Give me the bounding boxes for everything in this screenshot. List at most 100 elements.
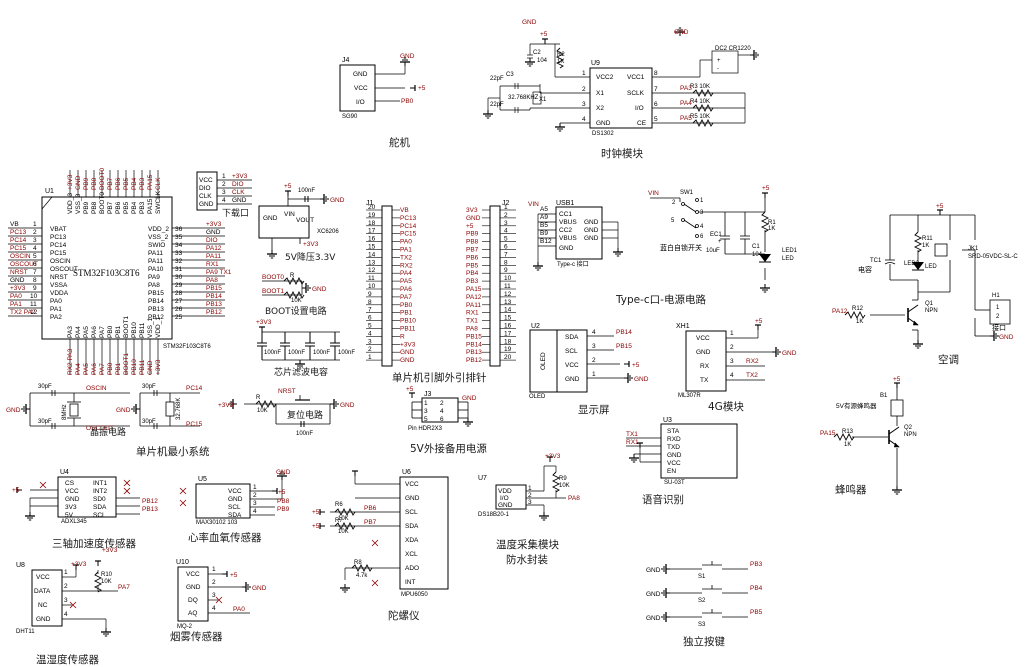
svg-text:R: R (290, 273, 295, 279)
svg-text:OLED: OLED (529, 394, 546, 400)
svg-text:+3V3: +3V3 (206, 221, 222, 228)
svg-text:+3V3: +3V3 (545, 453, 561, 460)
svg-text:+3V3: +3V3 (303, 241, 319, 248)
svg-text:5V: 5V (65, 512, 74, 519)
svg-text:OSCOUT: OSCOUT (50, 266, 78, 273)
svg-text:PA0: PA0 (10, 293, 22, 300)
svg-text:PA10: PA10 (148, 266, 164, 273)
svg-text:SCL: SCL (405, 509, 418, 516)
svg-text:+5: +5 (284, 183, 292, 190)
svg-text:AQ: AQ (188, 610, 197, 617)
svg-text:B1: B1 (880, 393, 888, 399)
svg-text:OSCIN: OSCIN (10, 253, 31, 260)
svg-text:+5: +5 (632, 362, 640, 369)
j2rows-pin-number: 9 (504, 267, 508, 274)
j2rows-net-label: PB12 (466, 357, 482, 364)
svg-text:1: 1 (592, 371, 596, 378)
svg-text:LED1: LED1 (782, 248, 798, 254)
svg-text:3V3: 3V3 (65, 504, 77, 511)
svg-text:TX2 PA2: TX2 PA2 (10, 309, 36, 316)
svg-text:TX2: TX2 (746, 372, 758, 379)
svg-text:S2: S2 (698, 598, 706, 604)
svg-text:SDA: SDA (93, 504, 107, 511)
svg-text:32: 32 (175, 258, 183, 265)
svg-text:CC2: CC2 (559, 227, 572, 234)
svg-text:PA9: PA9 (148, 274, 160, 281)
svg-text:VCC: VCC (199, 177, 213, 184)
svg-text:R3 10K: R3 10K (690, 84, 710, 90)
svg-text:PA2: PA2 (50, 314, 62, 321)
svg-text:RX: RX (700, 363, 710, 370)
svg-text:PA6: PA6 (91, 363, 98, 375)
svg-text:U10: U10 (176, 559, 189, 566)
svg-text:4: 4 (33, 245, 37, 252)
svg-text:R11: R11 (922, 236, 933, 242)
svg-text:GND: GND (340, 402, 355, 409)
j1rows-net-label: PB11 (400, 326, 416, 333)
svg-text:VDD_2: VDD_2 (148, 226, 169, 233)
svg-text:VCC: VCC (565, 362, 579, 369)
svg-text:PC15: PC15 (50, 250, 67, 257)
svg-text:100nF: 100nF (264, 350, 281, 356)
j1rows-net-label: PC13 (400, 215, 417, 222)
svg-text:1: 1 (582, 70, 586, 77)
svg-text:Pin HDR2X3: Pin HDR2X3 (408, 426, 443, 432)
svg-text:6: 6 (440, 416, 444, 423)
svg-text:U3: U3 (663, 417, 672, 424)
u1-top-nets: +3V3 GND PB9 PB8 BOOT0 PB7 PB6 PB5 PB4 P… (67, 168, 162, 375)
svg-text:4: 4 (440, 408, 444, 415)
svg-text:VCC: VCC (228, 488, 242, 495)
svg-text:4: 4 (222, 197, 226, 204)
j1rows-pin-number: 5 (368, 323, 372, 330)
j2rows-pin-number: 5 (504, 236, 508, 243)
svg-text:28: 28 (175, 290, 183, 297)
svg-text:3: 3 (212, 592, 216, 599)
svg-text:CLK: CLK (232, 189, 245, 196)
svg-text:BOOT1: BOOT1 (123, 316, 130, 338)
svg-text:SU-03T: SU-03T (664, 480, 685, 486)
svg-text:PB10: PB10 (131, 322, 138, 338)
svg-text:+3V3: +3V3 (256, 319, 272, 326)
j1rows-pin-number: 6 (368, 315, 372, 322)
caption-power5v: 5V外接备用电源 (410, 443, 487, 455)
svg-text:PB14: PB14 (616, 329, 632, 336)
svg-text:PA7: PA7 (118, 584, 130, 591)
caption-ldo: 5V降压3.3V (285, 253, 336, 263)
j1rows-pin-number: 4 (368, 330, 372, 337)
svg-text:A5: A5 (540, 206, 548, 213)
svg-text:PB9: PB9 (83, 177, 90, 190)
svg-text:2: 2 (222, 181, 226, 188)
svg-text:MQ-2: MQ-2 (177, 624, 193, 630)
svg-text:VSS_2: VSS_2 (148, 234, 169, 241)
j1rows-net-label: PB0 (400, 302, 413, 309)
svg-text:B12: B12 (540, 238, 552, 245)
j1rows-pin-number: 12 (368, 267, 376, 274)
caption-typec: Type-c口-电源电路 (616, 294, 706, 306)
svg-text:1K: 1K (844, 442, 851, 448)
svg-text:GND: GND (782, 350, 797, 357)
svg-text:X1: X1 (596, 90, 604, 97)
svg-text:PB3: PB3 (139, 201, 146, 214)
svg-text:12: 12 (30, 309, 38, 316)
svg-text:3: 3 (592, 343, 596, 350)
svg-text:R5 10K: R5 10K (690, 114, 710, 120)
j2rows-net-label: PB9 (466, 231, 479, 238)
j1rows-pin-number: 11 (368, 275, 375, 282)
j1rows-net-label: VB (400, 207, 409, 214)
svg-text:PB4: PB4 (131, 201, 138, 214)
svg-text:VCC: VCC (405, 481, 419, 488)
svg-text:+5: +5 (936, 203, 944, 210)
j1rows-pin-number: 8 (368, 299, 372, 306)
svg-text:VSSA: VSSA (50, 282, 68, 289)
svg-text:6: 6 (33, 261, 37, 268)
j2rows-pin-number: 20 (504, 354, 512, 361)
caption-ac: 空调 (938, 354, 959, 366)
svg-text:PA8: PA8 (206, 277, 218, 284)
j2rows-net-label: +5 (466, 223, 474, 230)
svg-text:PA1: PA1 (10, 301, 22, 308)
svg-text:GND: GND (232, 197, 247, 204)
svg-text:30pF: 30pF (38, 419, 52, 425)
